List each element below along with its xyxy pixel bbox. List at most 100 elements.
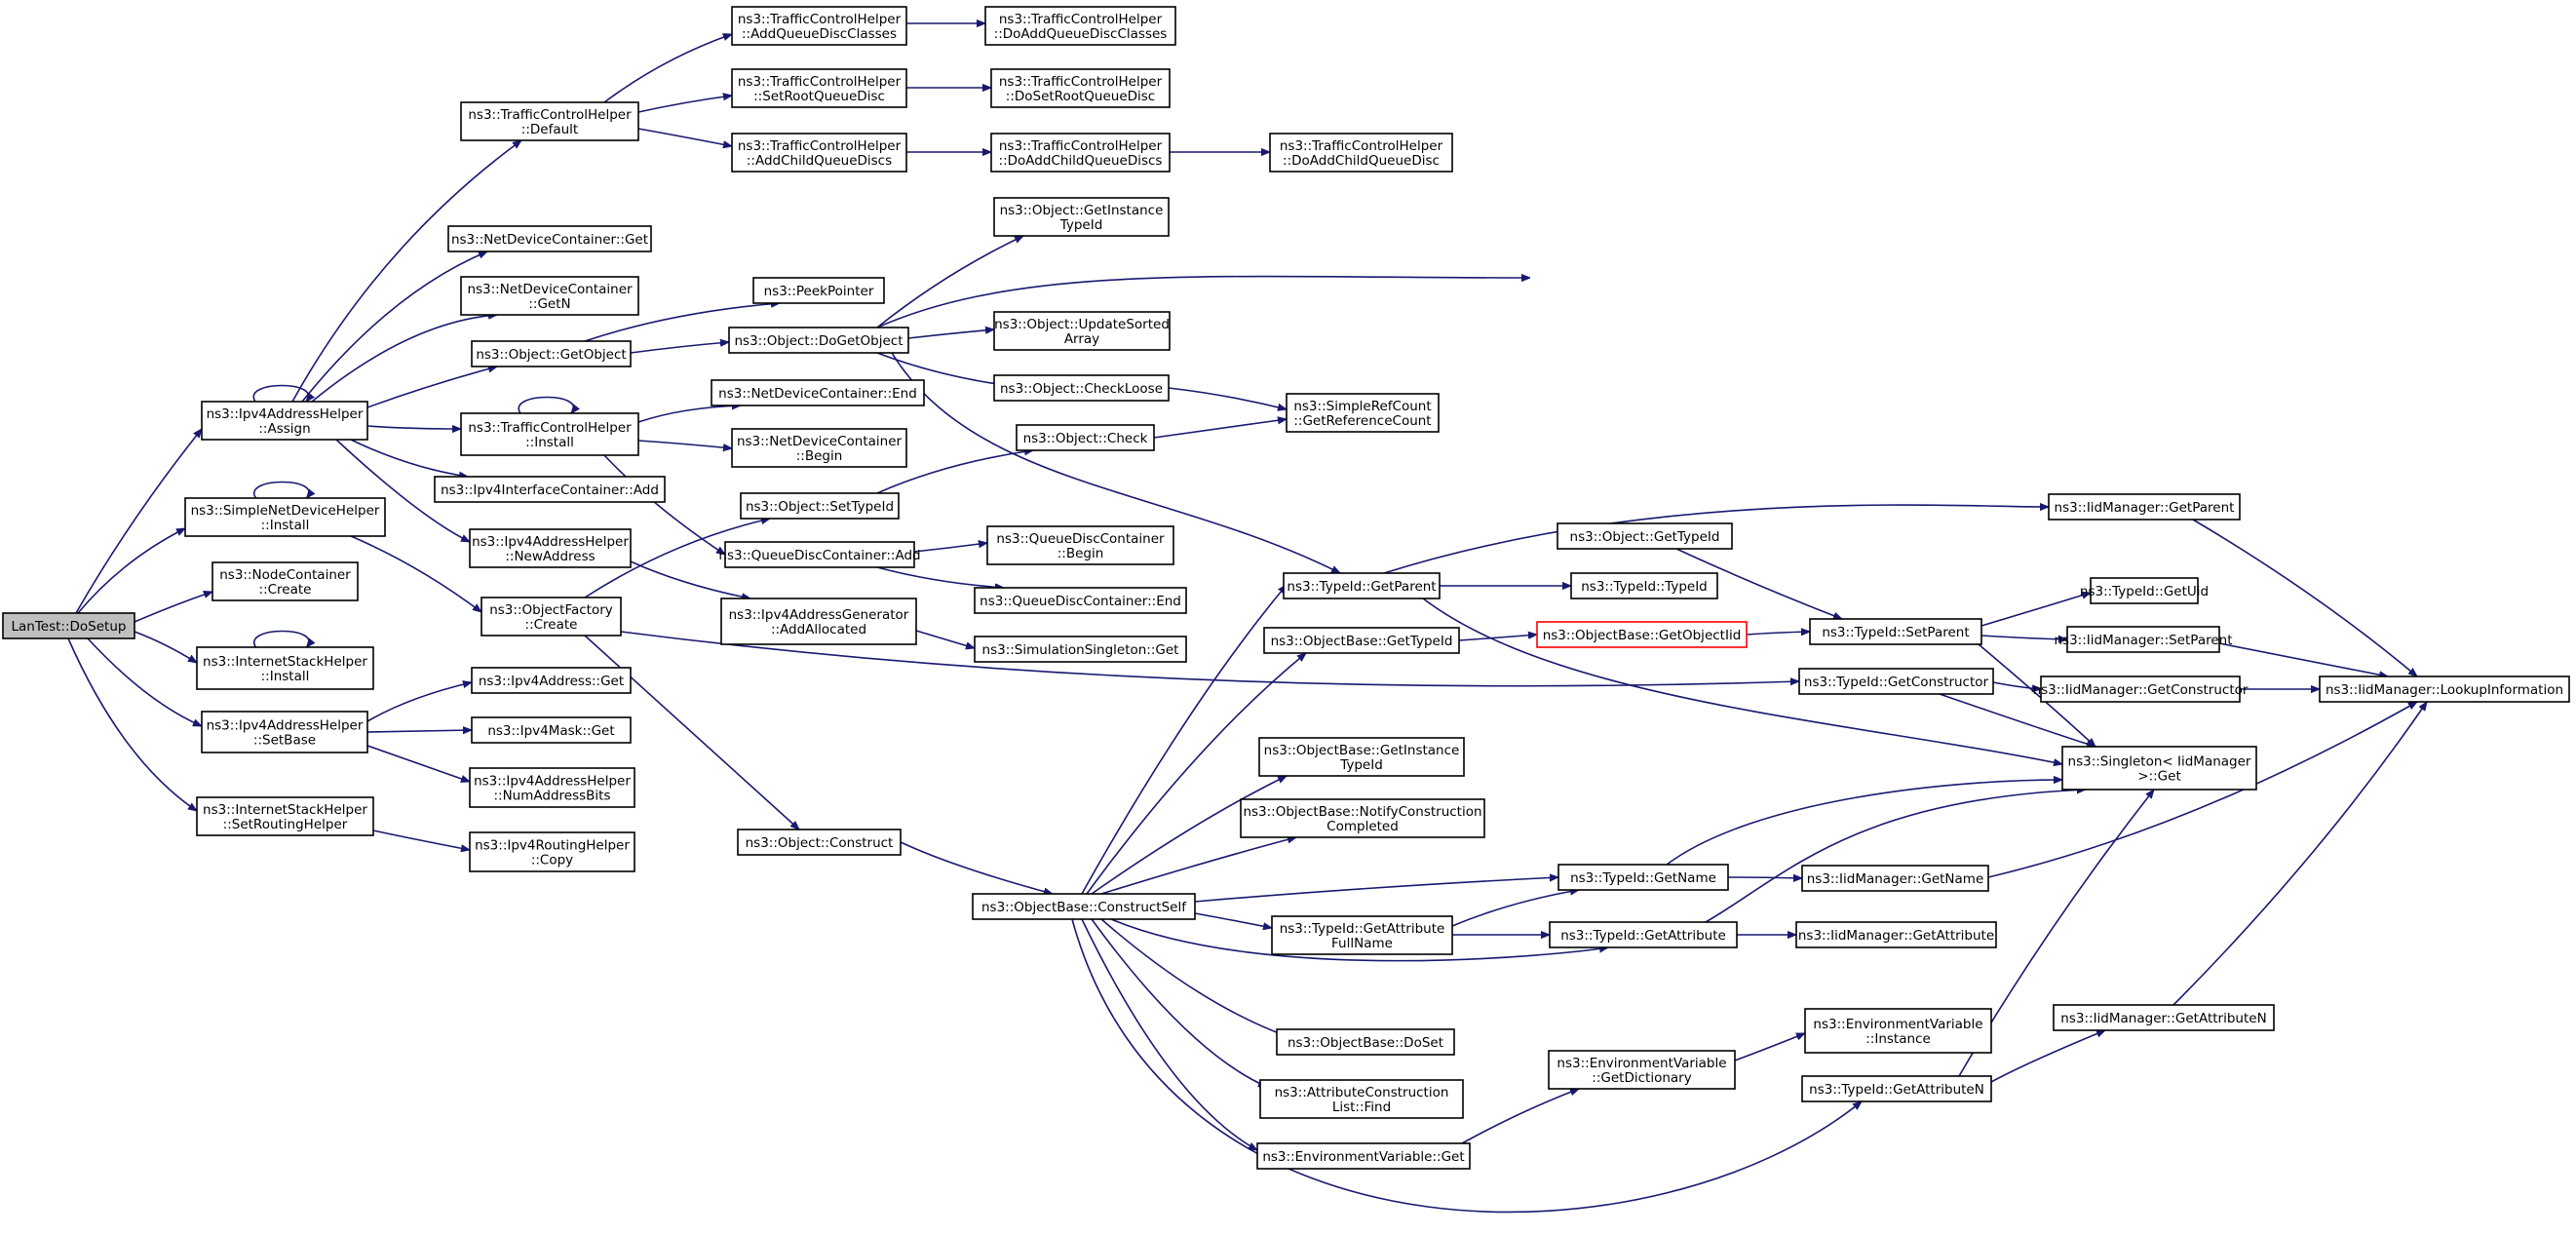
node-tch_addchild[interactable]: ns3::TrafficControlHelper::AddChildQueue… — [731, 133, 907, 173]
node-box-obj_construct — [737, 829, 902, 856]
node-typeid_getparent[interactable]: ns3::TypeId::GetParent — [1283, 572, 1441, 599]
node-obj_checkloose[interactable]: ns3::Object::CheckLoose — [993, 374, 1170, 402]
node-ipv4addr_get[interactable]: ns3::Ipv4Address::Get — [471, 667, 632, 694]
node-iidmgr_getattribute[interactable]: ns3::IidManager::GetAttribute — [1795, 921, 1997, 948]
edge-obj_getobject-to-obj_dogetobject — [630, 342, 729, 354]
node-ndc_begin[interactable]: ns3::NetDeviceContainer::Begin — [731, 428, 907, 468]
node-ipv4ah_numaddrbits[interactable]: ns3::Ipv4AddressHelper::NumAddressBits — [469, 767, 635, 808]
node-tch_doaddchildqdcs[interactable]: ns3::TrafficControlHelper::DoAddChildQue… — [990, 133, 1171, 173]
node-ipv4ah_setbase[interactable]: ns3::Ipv4AddressHelper::SetBase — [201, 711, 368, 753]
node-ish_setrouting[interactable]: ns3::InternetStackHelper::SetRoutingHelp… — [196, 796, 374, 836]
node-obj_getobject[interactable]: ns3::Object::GetObject — [471, 340, 632, 367]
node-typeid_getattributen[interactable]: ns3::TypeId::GetAttributeN — [1801, 1075, 1992, 1102]
node-obj_check[interactable]: ns3::Object::Check — [1016, 424, 1155, 451]
node-objbase_notifyconstruction[interactable]: ns3::ObjectBase::NotifyConstructionCompl… — [1240, 798, 1485, 838]
node-obj_dogetobject[interactable]: ns3::Object::DoGetObject — [728, 327, 909, 354]
node-iidmgr_setparent[interactable]: ns3::IidManager::SetParent — [2055, 626, 2233, 653]
node-obj_gettypeid[interactable]: ns3::Object::GetTypeId — [1557, 522, 1733, 550]
node-qdc_add[interactable]: ns3::QueueDiscContainer::Add — [718, 541, 921, 568]
node-tch_addqdc[interactable]: ns3::TrafficControlHelper::AddQueueDiscC… — [731, 6, 907, 46]
node-ipv4ah_newaddress[interactable]: ns3::Ipv4AddressHelper::NewAddress — [469, 528, 632, 568]
node-singleton_get[interactable]: ns3::Singleton< IidManager >::Get — [2061, 746, 2257, 791]
node-tch_install[interactable]: ns3::TrafficControlHelper::Install — [460, 412, 639, 456]
node-simsingleton_get[interactable]: ns3::SimulationSingleton::Get — [974, 636, 1187, 663]
node-label-dosetup-0: LanTest::DoSetup — [12, 619, 127, 635]
node-obj_construct[interactable]: ns3::Object::Construct — [737, 829, 902, 856]
node-typeid_typeid[interactable]: ns3::TypeId::TypeId — [1570, 572, 1718, 599]
edge-tch_install-to-ndc_end — [637, 405, 741, 423]
node-qdc_begin[interactable]: ns3::QueueDiscContainer::Begin — [986, 525, 1174, 565]
edge-typeid_getparent-to-iidmgr_getparent — [1383, 505, 2049, 574]
node-envvar_get[interactable]: ns3::EnvironmentVariable::Get — [1256, 1142, 1471, 1170]
node-objbase_gettypeid[interactable]: ns3::ObjectBase::GetTypeId — [1263, 627, 1460, 654]
node-tch_doaddchildqdc[interactable]: ns3::TrafficControlHelper::DoAddChildQue… — [1269, 133, 1453, 173]
edge-tch_default-to-tch_addchild — [637, 128, 732, 146]
node-iidmgr_getattributen[interactable]: ns3::IidManager::GetAttributeN — [2053, 1004, 2275, 1031]
edge-ipv4ah_assign-to-ipv4ah_newaddress — [335, 439, 470, 543]
node-tch_dosetroot[interactable]: ns3::TrafficControlHelper::DoSetRootQueu… — [990, 68, 1171, 108]
node-typeid_setparent[interactable]: ns3::TypeId::SetParent — [1809, 618, 1982, 645]
node-label-obj_checkloose-0: ns3::Object::CheckLoose — [1000, 381, 1163, 397]
node-label-simplerefcount-0: ns3::SimpleRefCount — [1293, 399, 1431, 414]
node-ipv4rh_copy[interactable]: ns3::Ipv4RoutingHelper::Copy — [469, 831, 635, 872]
node-label-tch_dosetroot-1: ::DoSetRootQueueDisc — [1006, 89, 1155, 104]
node-iidmgr_getparent[interactable]: ns3::IidManager::GetParent — [2048, 493, 2241, 521]
node-box-ipv4ag_addalloc — [720, 598, 917, 645]
node-objbase_constructself[interactable]: ns3::ObjectBase::ConstructSelf — [972, 893, 1196, 920]
edge-objbase_gettypeid-to-objbase_getobjectiid — [1458, 635, 1537, 641]
node-label-ndc_end-0: ns3::NetDeviceContainer::End — [718, 386, 917, 402]
node-simplerefcount[interactable]: ns3::SimpleRefCount::GetReferenceCount — [1286, 393, 1440, 433]
node-dosetup[interactable]: LanTest::DoSetup — [2, 612, 135, 639]
node-objfactory_create[interactable]: ns3::ObjectFactory::Create — [481, 597, 622, 637]
node-simplendh_install[interactable]: ns3::SimpleNetDeviceHelper::Install — [184, 497, 386, 537]
node-qdc_end[interactable]: ns3::QueueDiscContainer::End — [974, 587, 1187, 614]
node-envvar_instance[interactable]: ns3::EnvironmentVariable::Instance — [1804, 1008, 1992, 1054]
node-ipv4ag_addalloc[interactable]: ns3::Ipv4AddressGenerator::AddAllocated — [720, 598, 917, 645]
node-tch_setroot[interactable]: ns3::TrafficControlHelper::SetRootQueueD… — [731, 68, 907, 108]
node-peekpointer[interactable]: ns3::PeekPointer — [752, 277, 885, 304]
node-envvar_getdictionary[interactable]: ns3::EnvironmentVariable::GetDictionary — [1548, 1050, 1736, 1090]
call-nodes: LanTest::DoSetupns3::Ipv4AddressHelper::… — [2, 6, 2570, 1170]
node-ndc_get[interactable]: ns3::NetDeviceContainer::Get — [447, 225, 652, 252]
node-label-simplendh_install-1: ::Install — [261, 518, 310, 533]
node-typeid_getname[interactable]: ns3::TypeId::GetName — [1557, 864, 1729, 891]
node-tch_doaddqdc[interactable]: ns3::TrafficControlHelper::DoAddQueueDis… — [984, 6, 1176, 46]
node-label-objbase_getinstancetypeid-0: ns3::ObjectBase::GetInstance — [1264, 743, 1460, 758]
node-ndc_getn[interactable]: ns3::NetDeviceContainer::GetN — [460, 276, 639, 316]
node-box-typeid_getuid — [2090, 577, 2199, 604]
node-typeid_getconstructor[interactable]: ns3::TypeId::GetConstructor — [1798, 668, 1994, 695]
node-tch_default[interactable]: ns3::TrafficControlHelper::Default — [460, 101, 639, 141]
edge-iidmgr_getattributen-to-iidmgr_lookupinfo — [2172, 702, 2427, 1006]
node-objbase_getobjectiid[interactable]: ns3::ObjectBase::GetObjectIid — [1536, 621, 1748, 648]
node-obj_settypeid[interactable]: ns3::Object::SetTypeId — [740, 492, 900, 520]
node-typeid_getuid[interactable]: ns3::TypeId::GetUid — [2080, 577, 2209, 604]
node-label-obj_updatesorted-0: ns3::Object::UpdateSorted — [994, 317, 1170, 332]
node-ipv4mask_get[interactable]: ns3::Ipv4Mask::Get — [471, 716, 632, 744]
node-label-tch_doaddchildqdcs-0: ns3::TrafficControlHelper — [999, 138, 1163, 154]
node-iidmgr_getname[interactable]: ns3::IidManager::GetName — [1801, 865, 1989, 892]
node-label-objfactory_create-1: ::Create — [525, 617, 578, 633]
node-iidmgr_getconstructor[interactable]: ns3::IidManager::GetConstructor — [2033, 675, 2249, 703]
node-box-dosetup — [2, 612, 135, 639]
node-iidmgr_lookupinfo[interactable]: ns3::IidManager::LookupInformation — [2319, 675, 2570, 703]
node-ndc_end[interactable]: ns3::NetDeviceContainer::End — [711, 379, 925, 406]
node-nodecont_create[interactable]: ns3::NodeContainer::Create — [211, 561, 359, 601]
edge-typeid_getattribute-to-singleton_get — [1705, 790, 2086, 923]
node-typeid_getattribute[interactable]: ns3::TypeId::GetAttribute — [1549, 921, 1738, 948]
node-box-objbase_doset — [1276, 1028, 1455, 1056]
node-ipv4ic_add[interactable]: ns3::Ipv4InterfaceContainer::Add — [434, 476, 666, 503]
node-label-typeid_getconstructor-0: ns3::TypeId::GetConstructor — [1804, 675, 1989, 690]
node-label-qdc_begin-1: ::Begin — [1057, 546, 1104, 561]
node-box-ipv4ah_newaddress — [469, 528, 632, 568]
node-box-obj_dogetobject — [728, 327, 909, 354]
node-ipv4ah_assign[interactable]: ns3::Ipv4AddressHelper::Assign — [201, 401, 368, 441]
edge-dosetup-to-ipv4ah_assign — [75, 429, 202, 614]
node-ish_install[interactable]: ns3::InternetStackHelper::Install — [196, 646, 374, 690]
node-objbase_doset[interactable]: ns3::ObjectBase::DoSet — [1276, 1028, 1455, 1056]
node-box-obj_check — [1016, 424, 1155, 451]
